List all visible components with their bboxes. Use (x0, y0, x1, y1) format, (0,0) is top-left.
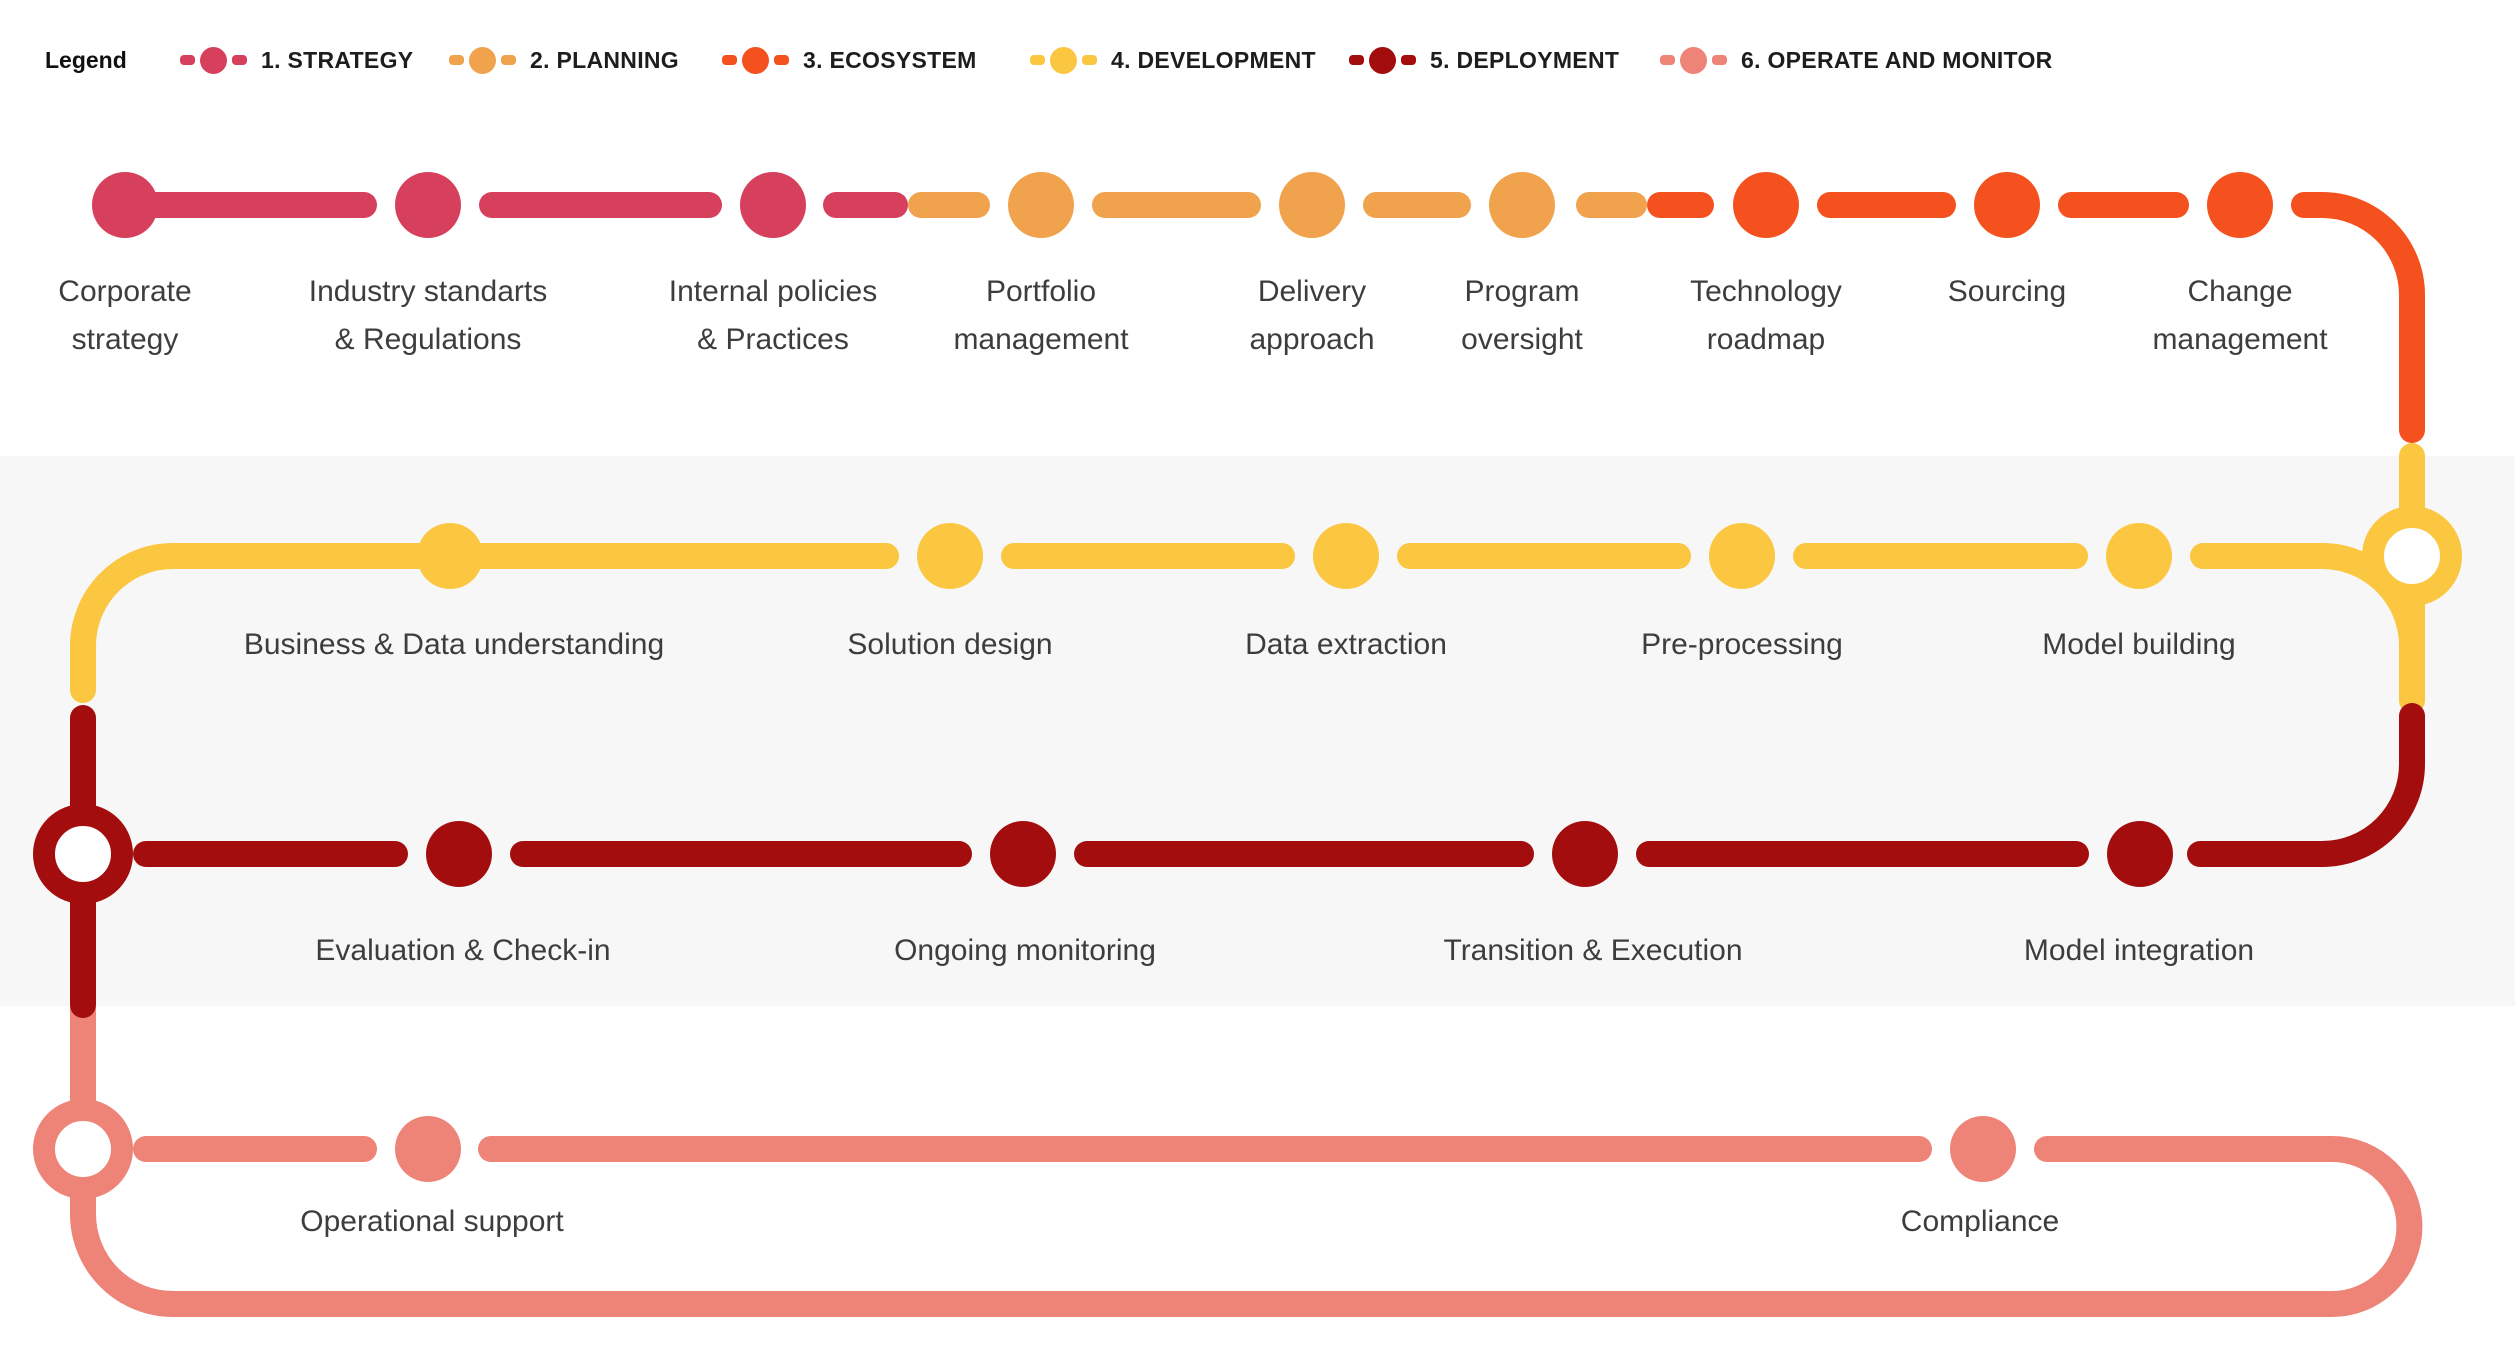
development-stations (417, 523, 2172, 589)
legend-item-development: 4. DEVELOPMENT (1030, 44, 1316, 76)
ecosystem-line-icon (722, 46, 789, 74)
legend-item-strategy: 1. STRATEGY (180, 44, 413, 76)
ecosystem-right-curve (2291, 192, 2425, 443)
interchange-ring-operate (33, 1099, 133, 1199)
station-dot-corporate-strategy (92, 172, 158, 238)
legend-bar: Legend 1. STRATEGY 2. PLANNING 3. ECOSYS… (0, 44, 2515, 76)
legend-label: 5. DEPLOYMENT (1430, 46, 1620, 73)
legend-item-deployment: 5. DEPLOYMENT (1349, 44, 1619, 76)
station-dot-sourcing (1974, 172, 2040, 238)
development-line-icon (1030, 46, 1097, 74)
legend-item-ecosystem: 3. ECOSYSTEM (722, 44, 977, 76)
deployment-line (70, 703, 2425, 1018)
station-label-evaluation-check-in: Evaluation & Check-in (315, 934, 611, 967)
station-label-sourcing: Sourcing (1947, 275, 2067, 308)
station-label-model-building: Model building (2042, 628, 2236, 661)
deployment-right-corner (2187, 703, 2425, 867)
station-dot-compliance (1950, 1116, 2016, 1182)
station-dot-model-integration (2107, 821, 2173, 887)
legend-item-planning: 2. PLANNING (449, 44, 679, 76)
station-label-solution-design: Solution design (847, 628, 1053, 661)
station-dot-program-oversight (1489, 172, 1555, 238)
operate-line (70, 997, 2423, 1317)
ecosystem-stations (1733, 172, 2273, 238)
station-dot-pre-processing (1709, 523, 1775, 589)
station-label-program-oversight: Program oversight (1461, 275, 1583, 356)
development-left-corner-segment (70, 543, 899, 703)
station-label-delivery-approach: Delivery approach (1249, 275, 1375, 356)
station-label-operational-support: Operational support (300, 1205, 564, 1238)
station-label-ongoing-monitoring: Ongoing monitoring (894, 934, 1156, 967)
station-label-data-extraction: Data extraction (1245, 628, 1447, 661)
station-dot-model-building (2106, 523, 2172, 589)
station-dot-operational-support (395, 1116, 461, 1182)
legend-title: Legend (45, 47, 127, 73)
interchange-ring-development (2362, 506, 2462, 606)
station-dot-data-extraction (1313, 523, 1379, 589)
planning-stations (1008, 172, 1555, 238)
interchange-ring-deployment (33, 804, 133, 904)
station-dot-business-data-understanding (417, 523, 483, 589)
station-dot-evaluation-check-in (426, 821, 492, 887)
station-dot-delivery-approach (1279, 172, 1345, 238)
operate-line-icon (1660, 46, 1727, 74)
station-dot-industry-standarts (395, 172, 461, 238)
station-label-model-integration: Model integration (2023, 934, 2255, 967)
station-dot-solution-design (917, 523, 983, 589)
strategy-stations (92, 172, 806, 238)
station-label-portfolio-management: Portfolio management (953, 275, 1129, 356)
planning-line-icon (449, 46, 516, 74)
station-dot-internal-policies (740, 172, 806, 238)
ecosystem-line (1647, 192, 2425, 443)
station-label-internal-policies: Internal policies & Practices (668, 275, 878, 356)
station-label-change-management: Change management (2152, 275, 2328, 356)
station-label-business-data-understanding: Business & Data understanding (243, 628, 665, 661)
station-dot-change-management (2207, 172, 2273, 238)
station-label-pre-processing: Pre-processing (1641, 628, 1843, 661)
legend-label: 2. PLANNING (530, 46, 679, 73)
station-dot-portfolio-management (1008, 172, 1074, 238)
operate-loop-segment (70, 997, 2423, 1317)
legend-label: 4. DEVELOPMENT (1111, 46, 1316, 73)
station-dot-technology-roadmap (1733, 172, 1799, 238)
deployment-stations (426, 821, 2173, 887)
legend-label: 1. STRATEGY (261, 46, 414, 73)
legend-label: 3. ECOSYSTEM (803, 46, 977, 73)
station-label-industry-standarts: Industry standarts & Regulations (308, 275, 548, 356)
strategy-line-icon (180, 46, 247, 74)
station-dot-transition-execution (1552, 821, 1618, 887)
deployment-line-icon (1349, 46, 1416, 74)
legend-label: 6. OPERATE AND MONITOR (1741, 46, 2053, 73)
station-label-technology-roadmap: Technology roadmap (1690, 275, 1842, 356)
operate-stations (395, 1116, 2016, 1182)
station-label-corporate-strategy: Corporate strategy (58, 275, 192, 356)
station-label-compliance: Compliance (1900, 1205, 2060, 1238)
legend-item-operate-and-monitor: 6. OPERATE AND MONITOR (1660, 44, 2053, 76)
station-dot-ongoing-monitoring (990, 821, 1056, 887)
station-label-transition-execution: Transition & Execution (1443, 934, 1743, 967)
